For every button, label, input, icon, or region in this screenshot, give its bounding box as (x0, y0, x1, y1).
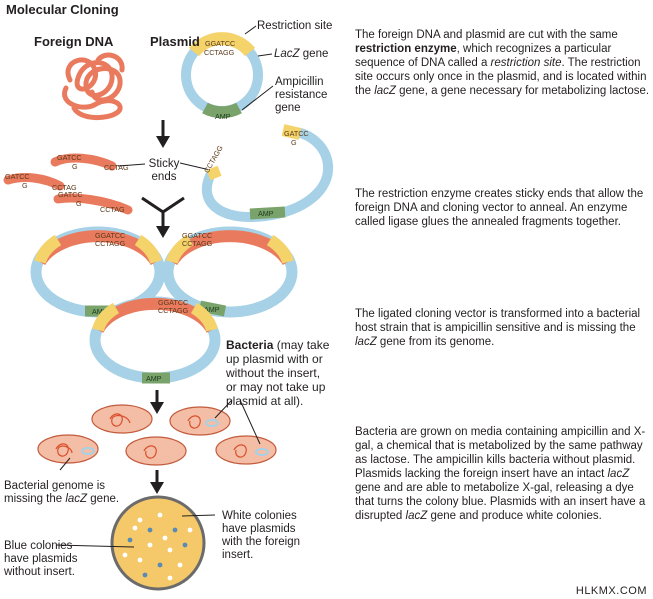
genome-text-1: Bacterial genome is missing the (4, 480, 105, 505)
d1-c: , which recognizes a particular sequence… (355, 43, 612, 69)
white-colony (132, 525, 138, 531)
d1-f: lacZ (374, 85, 396, 97)
d3-c: gene from its genome. (376, 336, 495, 348)
rec-bottom-amp: AMP (146, 374, 162, 383)
plasmid-amp-label: AMP (215, 112, 231, 121)
description-step4: Bacteria are grown on media containing a… (355, 425, 653, 523)
lacz-gene-label: LacZ gene (274, 48, 328, 61)
white-colony (137, 557, 143, 563)
blue-colony (142, 572, 148, 578)
description-step3: The ligated cloning vector is transforme… (355, 307, 653, 349)
colonies (122, 512, 193, 581)
genome-italic: lacZ (65, 493, 88, 505)
plasmid-seq-top: GGATCC (205, 39, 235, 48)
d1-d: restriction site (490, 57, 562, 69)
foreign-fragments: GATCC G CCTAG GATCC G CCTAG GATCC G CCTA… (3, 153, 133, 215)
frag3-seq-top: GATCC (58, 190, 83, 199)
white-colony (122, 552, 128, 558)
foreign-dna-coil (62, 52, 125, 120)
blue-colony (127, 537, 133, 543)
blue-colonies-label: Blue colonies have plasmids without inse… (4, 540, 78, 578)
white-colony (157, 512, 163, 518)
blue-colony (172, 527, 178, 533)
d4-d: lacZ (405, 510, 428, 522)
lacz-italic: LacZ (274, 48, 300, 60)
white-colony (162, 535, 168, 541)
plasmid-seq-bottom: CCTAGG (204, 48, 235, 57)
d4-e: gene and produce white colonies. (427, 510, 602, 522)
rec-right-seq-top: GGATCC (182, 231, 212, 240)
down-arrow-4 (150, 470, 164, 494)
bacteria-pointers (59, 399, 261, 471)
down-arrow-3 (150, 390, 164, 414)
d1-e: . The restriction site occurs only once … (355, 57, 647, 97)
frag2-seq-top: GATCC (5, 172, 30, 181)
lacz-suffix: gene (299, 48, 329, 60)
bacterial-genome-label: Bacterial genome is missing the lacZ gen… (4, 480, 124, 506)
bacteria-label: Bacteria (may take up plasmid with or wi… (226, 338, 334, 408)
bacteria-plasmids (81, 419, 269, 456)
white-colony (177, 562, 183, 568)
frag1-seq-top: GATCC (57, 153, 82, 162)
dish-pointers (55, 514, 216, 548)
bacteria-rest: (may take up plasmid with or without the… (226, 338, 330, 408)
bacteria-genomes (55, 413, 247, 459)
bacteria-bold: Bacteria (226, 338, 274, 352)
white-colony (167, 575, 173, 581)
frag2-seq-ctag: CCTAG (52, 183, 77, 192)
rec-left-amp: AMP (92, 307, 108, 316)
label-pointers (241, 25, 274, 111)
white-colony (187, 527, 193, 533)
d1-b: restriction enzyme (355, 43, 457, 55)
sticky-ends-label: Sticky ends (148, 158, 180, 183)
page-title: Molecular Cloning (6, 2, 119, 17)
frag2-seq-g: G (22, 181, 28, 190)
frag1-seq-ctag: CCTAG (104, 163, 129, 172)
frag1-seq-g: G (72, 162, 78, 171)
opened-amp: AMP (258, 209, 274, 218)
merge-arrow (141, 196, 185, 238)
petri-dish (110, 495, 206, 591)
recombinant-plasmid-right: GGATCC CCTAGG AMP (162, 226, 298, 318)
rec-left-seq-bottom: CCTAGG (95, 239, 126, 248)
white-colony (147, 542, 153, 548)
rec-right-amp: AMP (204, 305, 220, 314)
foreign-dna-label: Foreign DNA (34, 34, 114, 49)
white-colony (137, 517, 143, 523)
description-step2: The restriction enzyme creates sticky en… (355, 188, 644, 228)
frag3-seq-ctag: CCTAG (100, 205, 125, 214)
rec-right-seq-bottom: CCTAGG (182, 239, 213, 248)
d4-b: lacZ (607, 468, 630, 480)
rec-bottom-seq-bottom: CCTAGG (158, 306, 189, 315)
white-colony (167, 547, 173, 553)
opened-seq3: G (291, 138, 297, 147)
blue-colony (147, 527, 153, 533)
d1-g: gene, a gene necessary for metabolizing … (395, 85, 650, 97)
d1-a: The foreign DNA and plasmid are cut with… (355, 29, 618, 41)
restriction-site-label: Restriction site (257, 20, 333, 32)
rec-bottom-seq-top: GGATCC (158, 298, 188, 307)
sticky-pointers (117, 162, 211, 171)
d4-a: Bacteria are grown on media containing a… (355, 426, 646, 480)
description-step1: The foreign DNA and plasmid are cut with… (355, 28, 653, 98)
down-arrow-1 (156, 120, 170, 148)
genome-text-2: gene. (87, 493, 120, 505)
d4-c: gene and are able to metabolize X-gal, r… (355, 482, 646, 522)
d3-a: The ligated cloning vector is transforme… (355, 308, 641, 334)
opened-plasmid: CCTAGG GATCC G AMP (202, 124, 334, 222)
plasmid-label: Plasmid (150, 34, 200, 49)
recombinant-plasmid-bottom: GGATCC CCTAGG AMP (89, 296, 221, 384)
frag3-seq-g: G (76, 199, 82, 208)
white-colonies-label: White colonies have plasmids with the fo… (222, 510, 300, 561)
ampicillin-label: Ampicillin resistance gene (275, 76, 328, 114)
blue-colony (182, 542, 188, 548)
opened-seq2: GATCC (284, 129, 309, 138)
rec-left-seq-top: GGATCC (95, 231, 125, 240)
blue-colony (157, 562, 163, 568)
d3-b: lacZ (355, 336, 377, 348)
plasmid-ring: GGATCC CCTAGG AMP (181, 32, 263, 121)
watermark: HLKMX.COM (575, 585, 647, 597)
